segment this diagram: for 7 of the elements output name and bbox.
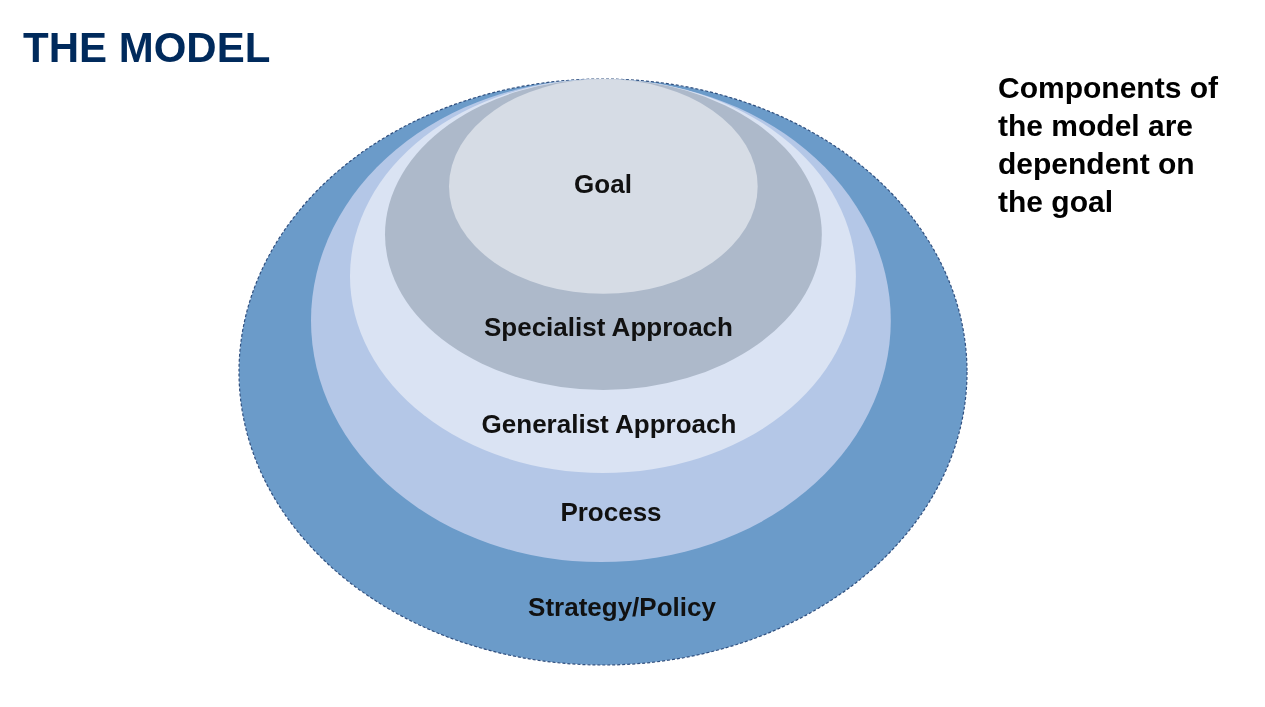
layer-label: Process (560, 498, 662, 528)
layer-label: Goal (574, 170, 632, 200)
side-note: Components of the model are dependent on the goal (998, 70, 1219, 220)
layer-label: Generalist Approach (481, 410, 737, 440)
layer-label: Strategy/Policy (528, 593, 716, 623)
slide-title: THE MODEL (23, 27, 271, 69)
layer-label: Specialist Approach (483, 313, 733, 343)
